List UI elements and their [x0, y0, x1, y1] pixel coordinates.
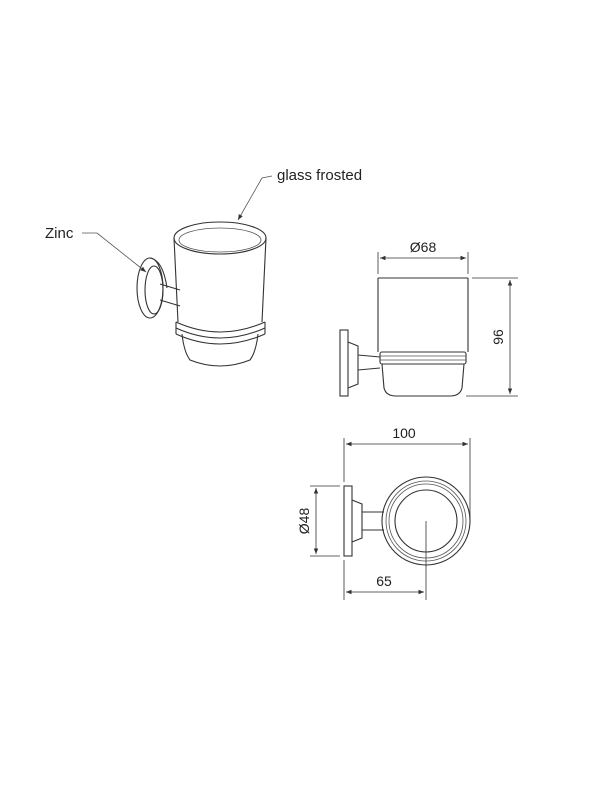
- side-arm: [357, 354, 381, 371]
- glass-frosted-label: glass frosted: [277, 167, 362, 184]
- dim-base-diameter: Ø48: [296, 508, 312, 535]
- wall-plate: [136, 257, 168, 319]
- isometric-view: glass frosted Zinc: [45, 167, 362, 367]
- dim-cup-diameter: Ø68: [410, 239, 437, 255]
- top-wall-plate: [343, 485, 353, 557]
- side-glass: [377, 277, 469, 397]
- side-view: Ø68 96: [339, 239, 518, 397]
- glass-cup: [173, 221, 267, 367]
- dim-projection: 65: [376, 573, 392, 589]
- cup-ring: [175, 321, 266, 345]
- glass-leader: [237, 175, 273, 221]
- zinc-leader: [82, 232, 147, 273]
- side-plate-collar: [347, 341, 359, 389]
- top-view: 100 Ø48 65: [296, 425, 471, 600]
- dim-height: 96: [490, 329, 506, 345]
- dim-width: 100: [392, 425, 416, 441]
- side-ring: [379, 351, 467, 365]
- side-wall-plate: [339, 329, 349, 397]
- top-plate-collar: [351, 499, 363, 543]
- top-arm: [362, 511, 384, 531]
- zinc-label: Zinc: [45, 225, 74, 242]
